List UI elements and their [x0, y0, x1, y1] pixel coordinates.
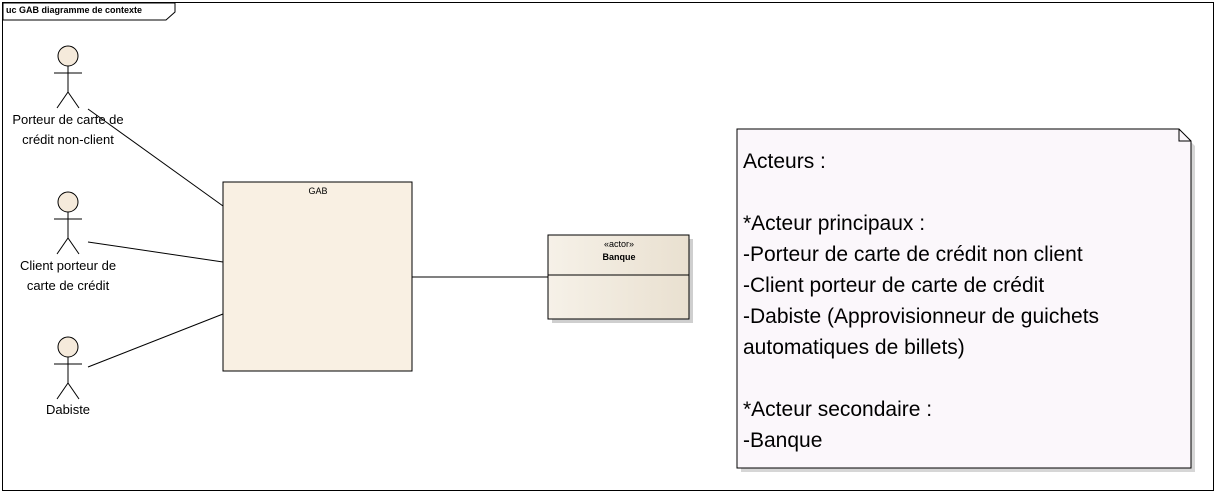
note-line: -Porteur de carte de crédit non client — [743, 243, 1083, 266]
note-line: *Acteur principaux : — [743, 212, 926, 235]
actor-dabiste-head-icon — [57, 336, 79, 358]
system-title: GAB — [308, 186, 328, 196]
note-line: -Banque — [743, 429, 823, 452]
association-porteur-gab — [87, 108, 224, 207]
association-dabiste-gab — [87, 313, 224, 368]
note-line: automatiques de billets) — [743, 336, 965, 359]
actor-porteur-head-icon — [57, 45, 79, 67]
actor-client-label-line: Client porteur de — [19, 258, 117, 273]
actor-client-label: Client porteur de carte de crédit — [0, 256, 143, 296]
banque-box[interactable] — [547, 234, 690, 320]
actor-porteur-label-line: crédit non-client — [22, 132, 114, 147]
actor-client[interactable] — [54, 191, 82, 255]
frame-title: uc GAB diagramme de contexte — [6, 5, 143, 15]
association-client-gab — [87, 241, 224, 263]
actor-porteur-label: Porteur de carte de crédit non-client — [0, 110, 143, 150]
system-boundary-gab[interactable] — [222, 181, 413, 372]
note-box[interactable] — [736, 128, 1192, 469]
actor-dabiste[interactable] — [54, 336, 82, 400]
actor-client-head-icon — [57, 191, 79, 213]
actor-dabiste-label: Dabiste — [0, 400, 143, 420]
actor-dabiste-label-line: Dabiste — [45, 402, 91, 417]
note-text: Acteurs : *Acteur principaux : -Porteur … — [743, 146, 1183, 456]
note-line: -Client porteur de carte de crédit — [743, 274, 1045, 297]
note-line: *Acteur secondaire : — [743, 398, 933, 421]
actor-client-label-line: carte de crédit — [26, 278, 110, 293]
actor-porteur[interactable] — [54, 45, 82, 109]
banque-name: Banque — [602, 252, 636, 262]
frame-tab — [2, 2, 176, 21]
note-line — [743, 363, 1183, 394]
note-line: Acteurs : — [743, 150, 826, 173]
actor-porteur-label-line: Porteur de carte de — [12, 112, 124, 127]
note-fold-icon — [1178, 129, 1191, 142]
note-line: -Dabiste (Approvisionneur de guichets — [743, 305, 1100, 328]
banque-stereotype: «actor» — [603, 239, 635, 249]
note-line — [743, 177, 1183, 208]
